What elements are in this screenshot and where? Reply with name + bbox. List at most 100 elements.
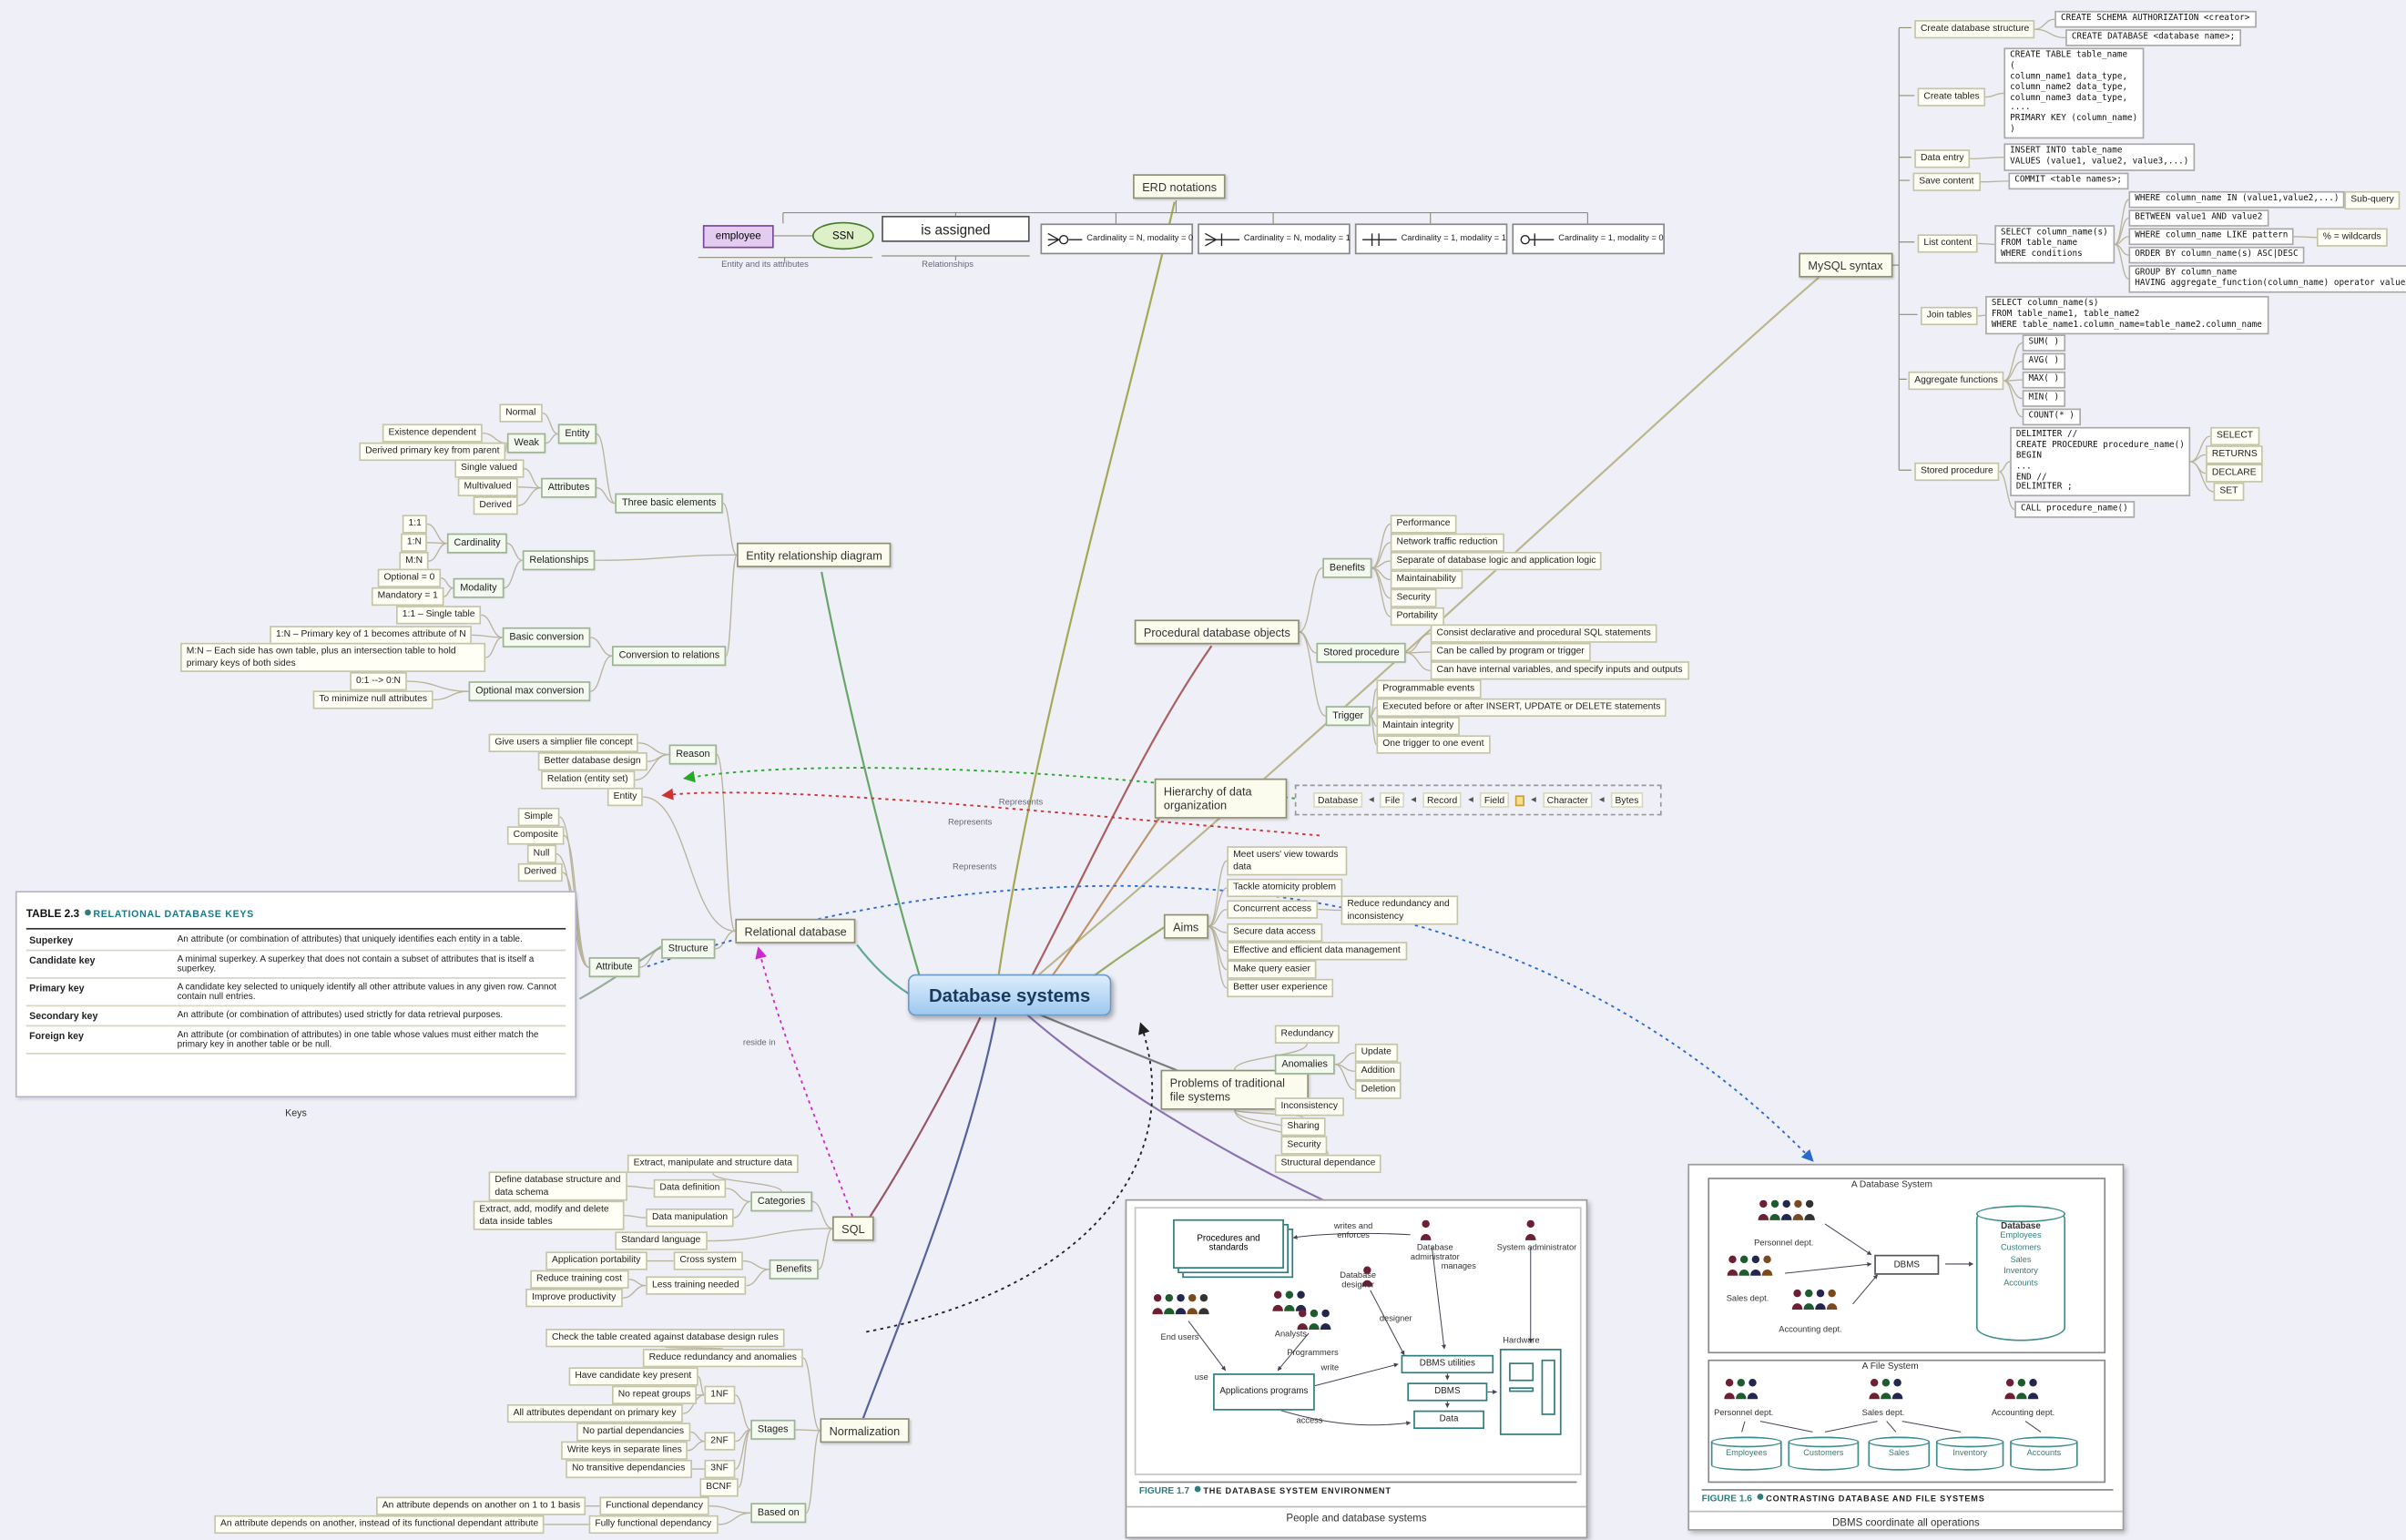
mindmap-node-proc[interactable]: Procedural database objects xyxy=(1134,619,1300,646)
mindmap-node-dm[interactable]: Data manipulation xyxy=(646,1208,734,1227)
mindmap-node-t1[interactable]: Programmable events xyxy=(1376,679,1481,699)
mindmap-node-fd[interactable]: Functional dependancy xyxy=(599,1496,709,1515)
mindmap-node-sp3[interactable]: Can have internal variables, and specify… xyxy=(1430,661,1689,679)
mindmap-node-ltn[interactable]: Less training needed xyxy=(646,1276,746,1295)
hierarchy-item-character[interactable]: Character xyxy=(1542,791,1594,808)
figure-1-6-dbms-coordinate-all-operations[interactable]: A Database System Personnel dept. Sales … xyxy=(1687,1163,2125,1531)
mindmap-node-m8f[interactable]: CALL procedure_name() xyxy=(2014,501,2135,518)
mindmap-node-b3[interactable]: Separate of database logic and applicati… xyxy=(1390,551,1603,570)
mindmap-node-e2b[interactable]: Derived primary key from parent xyxy=(359,442,506,461)
mindmap-node-based[interactable]: Based on xyxy=(750,1503,807,1524)
mindmap-node-b5[interactable]: Security xyxy=(1390,588,1437,607)
mindmap-node-t3[interactable]: Maintain integrity xyxy=(1376,717,1461,735)
mindmap-node-erdn[interactable]: ERD notations xyxy=(1133,174,1227,199)
mindmap-node-p3[interactable]: Inconsistency xyxy=(1274,1097,1344,1116)
mindmap-node-m7d[interactable]: MIN( ) xyxy=(2022,390,2065,407)
mindmap-node-ai2[interactable]: Tackle atomicity problem xyxy=(1227,878,1342,897)
mindmap-node-relx[interactable]: Relationships xyxy=(522,550,596,571)
mindmap-node-p1[interactable]: Redundancy xyxy=(1274,1025,1341,1044)
mindmap-node-omc1[interactable]: 0:1 --> 0:N xyxy=(350,671,407,690)
mindmap-node-mo2[interactable]: Mandatory = 1 xyxy=(371,586,444,606)
mindmap-node-m7e[interactable]: COUNT(* ) xyxy=(2022,408,2081,425)
mindmap-node-rs3[interactable]: Null xyxy=(526,844,556,863)
mindmap-node-b2[interactable]: Network traffic reduction xyxy=(1390,533,1504,552)
mindmap-node-nf3a[interactable]: No transitive dependancies xyxy=(566,1459,692,1478)
mindmap-node-c2[interactable]: 1:N xyxy=(401,533,428,552)
mindmap-node-m6a[interactable]: SELECT column_name(s) FROM table_name1, … xyxy=(1985,295,2268,334)
cardinality-box-n0[interactable]: Cardinality = N, modality = 0 xyxy=(1040,223,1193,255)
hierarchy-item-field[interactable]: Field xyxy=(1479,791,1510,808)
mindmap-node-cat0[interactable]: Extract, manipulate and structure data xyxy=(627,1154,799,1173)
mindmap-node-m5a[interactable]: SELECT column_name(s) FROM table_name WH… xyxy=(1994,225,2115,263)
mindmap-node-ai3a[interactable]: Reduce redundancy and inconsistency xyxy=(1341,895,1459,925)
mindmap-node-ai5[interactable]: Effective and efficient data management xyxy=(1227,942,1407,960)
erd-relationship-box[interactable]: is assigned xyxy=(882,215,1030,242)
mindmap-node-m2[interactable]: Create tables xyxy=(1917,87,1986,107)
mindmap-node-rent[interactable]: Entity xyxy=(607,787,644,806)
erd-attribute-ellipse[interactable]: SSN xyxy=(812,221,874,250)
mindmap-node-b6[interactable]: Portability xyxy=(1390,607,1444,626)
mindmap-node-mo1[interactable]: Optional = 0 xyxy=(377,568,442,587)
central-topic[interactable]: Database systems xyxy=(907,974,1112,1016)
mindmap-node-e2[interactable]: Weak xyxy=(506,433,546,454)
mindmap-node-nf1c[interactable]: All attributes dependant on primary key xyxy=(506,1403,683,1423)
mindmap-node-m1b[interactable]: CREATE DATABASE <database name>; xyxy=(2065,29,2241,46)
mindmap-node-ben[interactable]: Benefits xyxy=(1322,557,1372,578)
mindmap-node-n0a[interactable]: Reduce redundancy and anomalies xyxy=(642,1349,803,1367)
mindmap-node-conv[interactable]: Conversion to relations xyxy=(611,646,727,667)
mindmap-node-m5d[interactable]: WHERE column_name LIKE pattern xyxy=(2128,228,2295,245)
mindmap-node-nf1a[interactable]: Have candidate key present xyxy=(568,1367,698,1385)
mindmap-node-nf2a[interactable]: No partial dependancies xyxy=(576,1423,690,1441)
mindmap-node-m8b[interactable]: SELECT xyxy=(2210,426,2259,445)
mindmap-node-b1[interactable]: Performance xyxy=(1390,515,1457,533)
mindmap-node-m5c[interactable]: BETWEEN value1 AND value2 xyxy=(2128,209,2269,227)
mindmap-node-trg[interactable]: Trigger xyxy=(1325,706,1371,727)
mindmap-node-m1a[interactable]: CREATE SCHEMA AUTHORIZATION <creator> xyxy=(2054,10,2257,28)
mindmap-node-tbe[interactable]: Three basic elements xyxy=(615,493,724,514)
mindmap-node-p2[interactable]: Anomalies xyxy=(1274,1054,1335,1075)
mindmap-node-m2a[interactable]: CREATE TABLE table_name ( column_name1 d… xyxy=(2003,47,2145,139)
mindmap-node-omc2[interactable]: To minimize null attributes xyxy=(312,690,433,709)
mindmap-node-ffd[interactable]: Fully functional dependancy xyxy=(588,1515,718,1534)
mindmap-node-m5[interactable]: List content xyxy=(1917,234,1978,252)
mindmap-node-nf1[interactable]: 1NF xyxy=(704,1385,735,1404)
mindmap-node-mysql[interactable]: MySQL syntax xyxy=(1799,252,1892,279)
mindmap-node-card[interactable]: Cardinality xyxy=(446,533,508,554)
mindmap-node-m5d2[interactable]: % = wildcards xyxy=(2316,228,2388,247)
mindmap-node-m4[interactable]: Save content xyxy=(1912,172,1981,191)
mindmap-node-nf1b[interactable]: No repeat groups xyxy=(611,1385,698,1404)
mindmap-node-sp1[interactable]: Consist declarative and procedural SQL s… xyxy=(1430,624,1657,643)
mindmap-node-sl[interactable]: Standard language xyxy=(615,1231,708,1250)
mindmap-node-m6[interactable]: Join tables xyxy=(1920,306,1978,325)
mindmap-node-t4[interactable]: One trigger to one event xyxy=(1376,735,1491,754)
mindmap-node-r1[interactable]: Give users a simplier file concept xyxy=(488,733,639,752)
mindmap-node-aims[interactable]: Aims xyxy=(1163,913,1208,940)
mindmap-node-mod[interactable]: Modality xyxy=(453,577,505,598)
mindmap-node-r3[interactable]: Relation (entity set) xyxy=(541,770,635,789)
mindmap-node-att[interactable]: Attributes xyxy=(541,477,597,498)
mindmap-node-p4[interactable]: Sharing xyxy=(1280,1117,1326,1136)
mindmap-node-rs1[interactable]: Simple xyxy=(517,807,559,826)
mindmap-node-m5f[interactable]: GROUP BY column_name HAVING aggregate_fu… xyxy=(2128,265,2406,293)
hierarchy-item-bytes[interactable]: Bytes xyxy=(1610,791,1644,808)
mindmap-node-e2a[interactable]: Existence dependent xyxy=(382,423,483,443)
mindmap-node-m3[interactable]: Data entry xyxy=(1914,149,1971,168)
mindmap-node-m5b[interactable]: WHERE column_name IN (value1,value2,...) xyxy=(2128,190,2346,209)
mindmap-node-bc1[interactable]: 1:1 – Single table xyxy=(395,606,482,624)
mindmap-node-cs[interactable]: Cross system xyxy=(673,1251,743,1270)
mindmap-node-ai7[interactable]: Better user experience xyxy=(1227,978,1334,997)
cardinality-box-n1[interactable]: Cardinality = N, modality = 1 xyxy=(1198,223,1351,255)
mindmap-node-p5[interactable]: Security xyxy=(1280,1136,1328,1155)
mindmap-node-nf4[interactable]: BCNF xyxy=(699,1478,739,1496)
mindmap-node-p2c[interactable]: Deletion xyxy=(1354,1080,1402,1099)
mindmap-node-t2[interactable]: Executed before or after INSERT, UPDATE … xyxy=(1376,698,1667,717)
mindmap-node-probs[interactable]: Problems of traditional file systems xyxy=(1160,1069,1310,1110)
mindmap-node-norm[interactable]: Normalization xyxy=(820,1418,910,1443)
mindmap-node-cat[interactable]: Categories xyxy=(750,1191,812,1212)
mindmap-node-benf[interactable]: Benefits xyxy=(769,1259,819,1280)
figure-1-7-people-and-database-systems[interactable]: Procedures and standards writes and enfo… xyxy=(1125,1198,1588,1539)
mindmap-node-p2a[interactable]: Update xyxy=(1354,1043,1398,1062)
cardinality-box-10[interactable]: Cardinality = 1, modality = 0 xyxy=(1512,223,1666,255)
hierarchy-item-database[interactable]: Database xyxy=(1312,791,1363,808)
